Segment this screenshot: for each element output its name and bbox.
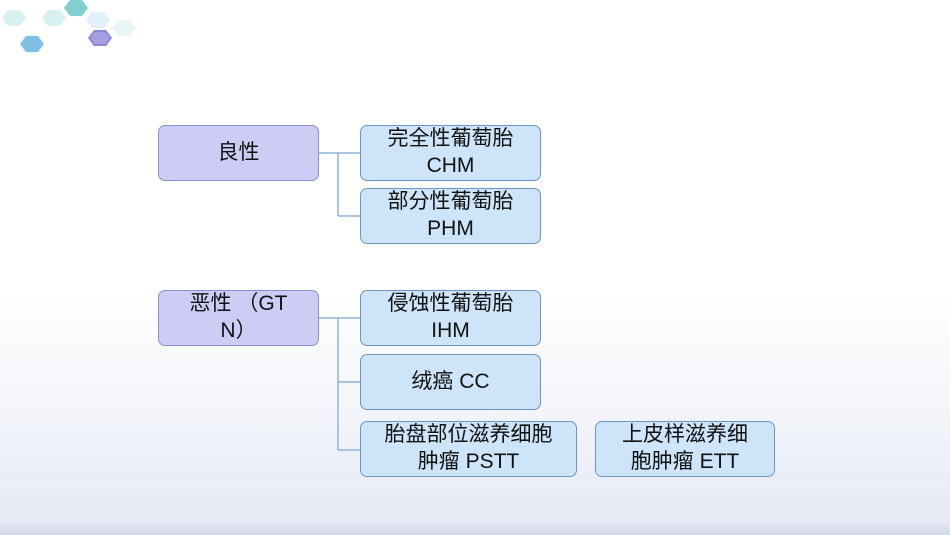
leaf-choriocarcinoma: 绒癌 CC xyxy=(360,354,541,410)
leaf-partial-hydatidiform-mole: 部分性葡萄胎 PHM xyxy=(360,188,541,244)
leaf-complete-hydatidiform-mole: 完全性葡萄胎 CHM xyxy=(360,125,541,181)
category-malignant-gtn: 恶性 （GT N） xyxy=(158,290,319,346)
leaf-invasive-mole: 侵蚀性葡萄胎 IHM xyxy=(360,290,541,346)
hexagon-decoration-icon xyxy=(2,0,136,52)
leaf-pstt: 胎盘部位滋养细胞 肿瘤 PSTT xyxy=(360,421,577,477)
category-benign: 良性 xyxy=(158,125,319,181)
bottom-band xyxy=(0,525,950,535)
leaf-ett: 上皮样滋养细 胞肿瘤 ETT xyxy=(595,421,775,477)
